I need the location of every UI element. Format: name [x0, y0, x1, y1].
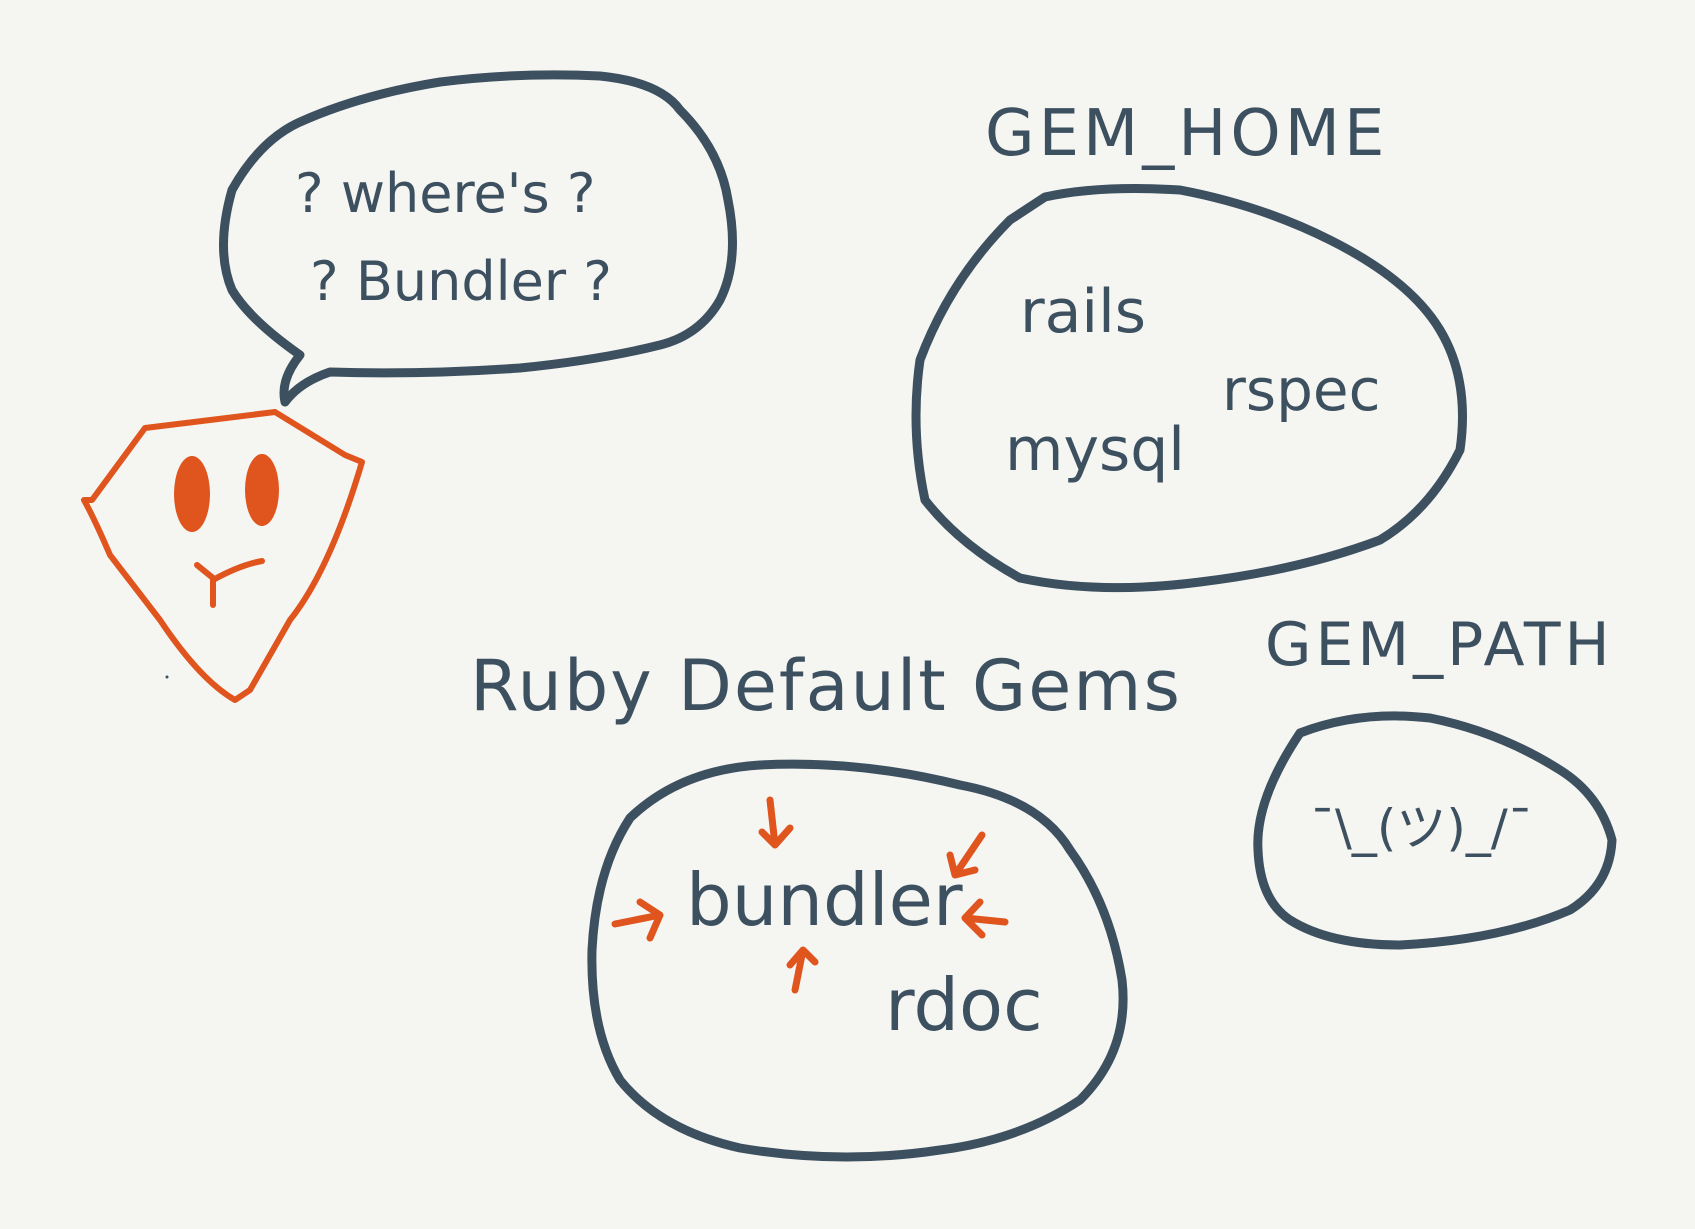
arrow-from-bottom [790, 950, 815, 990]
ruby-gem-outline [84, 412, 362, 700]
ruby-mouth [197, 561, 262, 605]
arrow-from-left [615, 902, 660, 938]
stray-dot [166, 676, 169, 679]
arrow-from-upper-right [950, 835, 982, 875]
gem-home-rails: rails [1020, 277, 1146, 347]
default-gems-bundler: bundler [686, 858, 963, 942]
gem-path-title: GEM_PATH [1265, 610, 1614, 680]
default-gems-rdoc: rdoc [885, 963, 1043, 1047]
speech-line-1: ? where's ? [295, 162, 595, 225]
gem-path-shrug: ¯\_(ツ)_/¯ [1310, 799, 1533, 857]
arrow-from-top [762, 800, 790, 845]
speech-line-2: ? Bundler ? [310, 250, 612, 313]
gem-home-title: GEM_HOME [985, 97, 1388, 171]
ruby-left-eye [174, 456, 210, 532]
default-gems-title: Ruby Default Gems [470, 645, 1182, 727]
arrow-from-right [965, 902, 1005, 935]
gem-home-mysql: mysql [1005, 415, 1185, 485]
ruby-right-eye [245, 454, 279, 526]
gem-home-circle [916, 189, 1463, 588]
gem-home-rspec: rspec [1222, 356, 1380, 424]
ruby-gem-character [84, 412, 362, 700]
default-gems-circle [592, 764, 1123, 1157]
speech-bubble-outline [224, 75, 733, 402]
